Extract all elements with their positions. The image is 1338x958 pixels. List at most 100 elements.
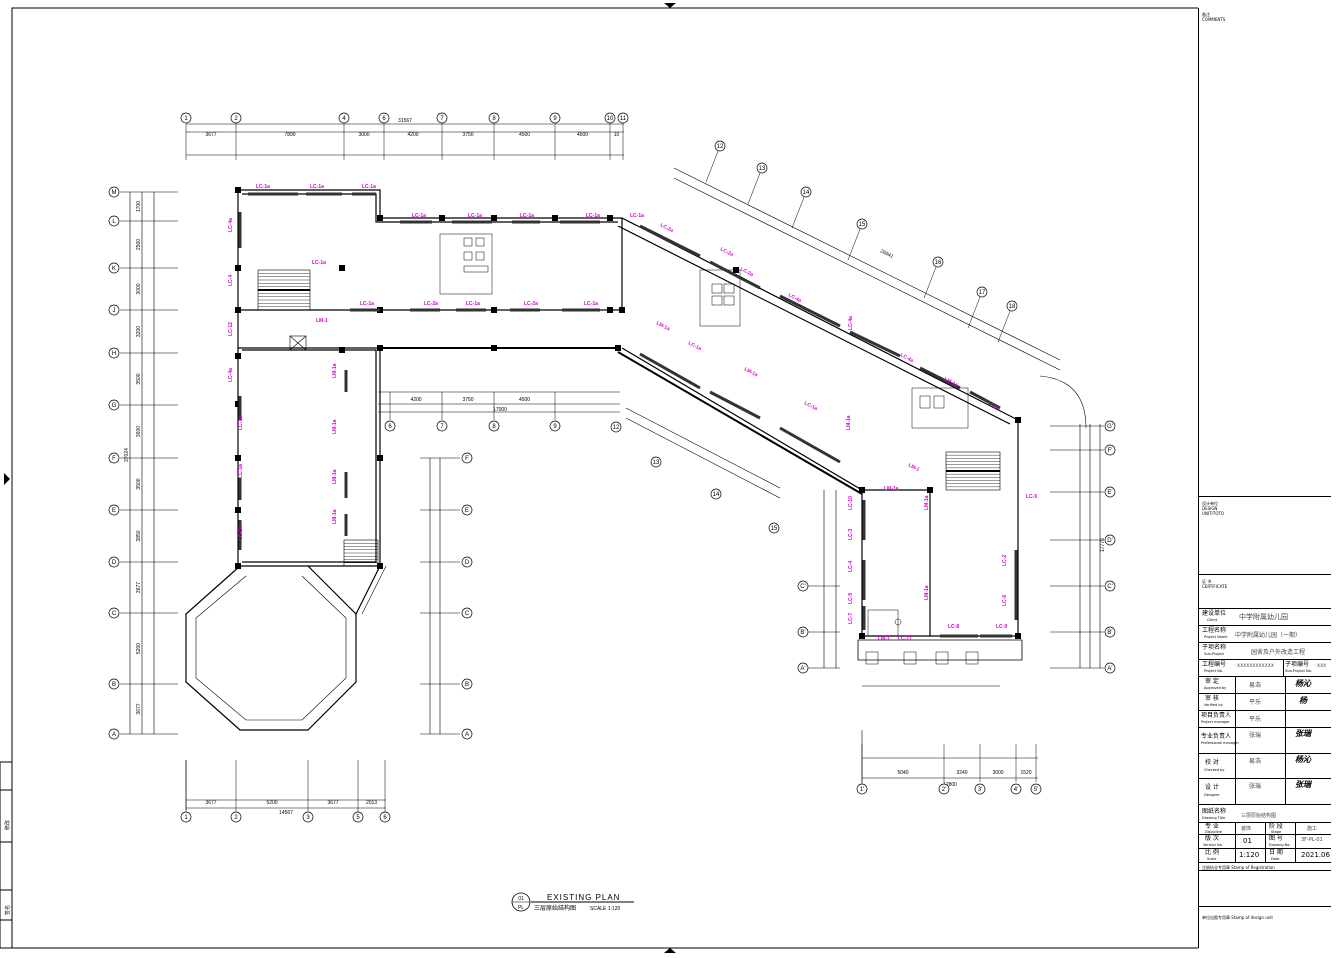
window-tag: LM-1 [907,462,920,473]
grid-bubble-diag-14: 14 [800,186,812,198]
plan-title-block: 01 PL EXISTING PLAN 三层原始结构图 SCALE 1:120 [511,892,634,912]
elevator-shaft [289,335,307,351]
structural-column [733,267,739,273]
center-mark-bottom [664,948,676,953]
grid-bubble-mid-9-label: 9 [553,424,557,430]
window-tag: LC-9 [996,624,1007,630]
drawing-title-label-en: Drawing Title [1202,816,1226,820]
window-tag: LC-2 [1002,555,1008,566]
grid-bubble-bottom-1-label: 1 [184,815,188,821]
grid-bubble-top-9: 9 [549,112,561,124]
toilet-fixtures-2 [699,269,741,327]
grid-bubble-rb-3: 4' [1010,783,1022,795]
structural-column [235,187,241,193]
prof-label-en: Professional manager [1201,741,1239,745]
grid-bubble-mid-6: 6 [384,420,396,432]
date-value: 2021.06 [1301,851,1330,859]
grid-bubble-bottom-3: 3 [302,811,314,823]
grid-bubble-top-1: 1 [180,112,192,124]
grid-bubble-right-2-label: E' [1107,490,1112,496]
grid-bubble-left-L-label: L [112,219,116,225]
client-label-en: Client [1207,618,1218,622]
drawing-title-label: 图纸名称 [1202,808,1227,815]
comments-label: 备注 [1202,12,1210,17]
grid-bubble-left-D-label: D [112,560,117,566]
bottom-dim-2: 3677 [327,800,338,806]
plan-badge-number: 01 [518,896,524,902]
left-dim-4: 3500 [136,373,142,384]
scale-value: 1:120 [1239,851,1260,859]
grid-bubble-right-1: F' [1104,444,1116,456]
client-label: 建设单位 [1202,610,1227,617]
prof-signature: 张瑞 [1295,728,1311,738]
window-tag: LC-2a [659,222,674,234]
grid-bubble-bottom-6-label: 6 [383,815,387,821]
structural-column [859,487,865,493]
window-tag: LC-10 [848,496,854,510]
overall-right-bottom-dim: 12800 [943,782,957,788]
designer-label: 设 计 [1205,784,1219,791]
structural-column [1015,633,1021,639]
checked-label-en: Checked by [1204,768,1225,772]
grid-bubble-left-M-label: M [112,190,117,196]
cert-label: 证 书 [1202,579,1212,584]
grid-bubble-diag-low-3: 15 [768,522,780,534]
window-tag: LC-1a [362,184,376,190]
grid-bubble-midright-B: B [461,678,473,690]
window-tag: LC-1a [238,416,244,430]
stage-label-en: Stage [1271,830,1282,834]
grid-bubble-rb-0: 1' [856,783,868,795]
plan-subtitle: 三层原始结构图 [534,904,576,912]
window-tag: LC-4a [787,292,802,304]
stage-value: 施工 [1307,826,1318,832]
rb-dim-1: 3240 [956,770,967,776]
grid-bubble-rb-3-label: 4' [1014,787,1018,793]
window-tag: LC-4a [848,316,854,330]
drawing-title-value: 三层原始结构图 [1241,813,1277,819]
grid-bubble-right-3: D' [1104,534,1116,546]
structural-column [235,455,241,461]
designer-value: 张瑞 [1249,783,1262,790]
grid-bubble-midright-F-label: F [465,456,469,462]
grid-bubble-right-left-4: C' [797,580,809,592]
grid-bubble-left-F: F [108,452,120,464]
drawing-no-label: 图 号 [1269,835,1283,842]
verified-signature: 杨 [1299,695,1307,705]
window-tag: LM-1a [924,495,930,510]
window-segment [709,390,761,420]
grid-bubble-diag-low-3-label: 15 [771,526,778,532]
bottom-dim-0: 3677 [205,800,216,806]
window-tag: LM-1a [332,419,338,434]
window-tag: LC-5 [848,593,854,604]
grid-bubble-right-left-6-label: A' [800,666,805,672]
window-tag: LC-1a [584,301,598,307]
grid-bubble-right-6-label: A' [1107,666,1112,672]
window-tag: LC-2a [424,301,438,307]
grid-bubble-bottom-5: 5 [352,811,364,823]
client-value: 中学附属幼儿园 [1239,613,1288,621]
structural-column [552,215,558,221]
approved-label-en: Approved by [1204,686,1227,690]
structural-column [491,307,497,313]
window-segment [849,330,901,358]
window-tag: LC-4a [899,352,914,364]
grid-bubble-diag-low-0-label: 12 [613,425,620,431]
date-label: 日 期 [1269,849,1283,856]
grid-bubble-rb-4: 5' [1030,783,1042,795]
drawing-no-value: 3F-PL-01 [1301,837,1323,843]
comments-label-en: COMMENTS [1202,17,1226,22]
mid-dimension-lines [378,391,620,413]
structural-column [491,215,497,221]
grid-bubble-right-4-label: C' [1107,584,1112,590]
structural-column [339,265,345,271]
window-tag: LC-1a [360,301,374,307]
date-label-en: Date [1271,857,1280,861]
window-tag: LC-6 [1002,595,1008,606]
right-bottom-dimension-lines [861,685,1038,790]
grid-bubble-right-left-4-label: C' [800,584,805,590]
window-segment [779,426,841,464]
window-tag: LM-1a [924,585,930,600]
grid-bubble-midright-B-label: B [465,682,469,688]
window-tag: LC-1a [586,213,600,219]
window-tag: LC-1a [312,260,326,266]
